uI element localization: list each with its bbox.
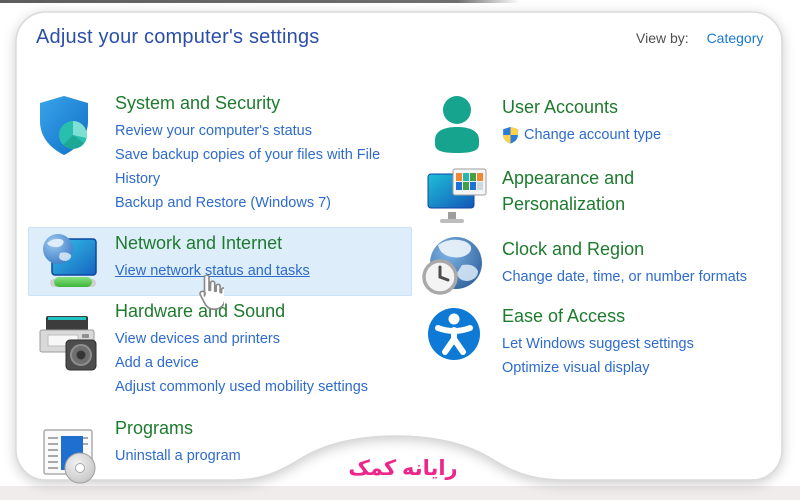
watermark-logo: رایانه کمک <box>348 457 458 480</box>
security-shield-icon[interactable] <box>36 94 94 158</box>
printer-speaker-icon[interactable] <box>32 308 98 374</box>
category-title-system-and-security[interactable]: System and Security <box>115 93 281 113</box>
section-ease-of-access: Ease of Access Let Windows suggest setti… <box>502 306 782 380</box>
category-title-appearance-and-personalization[interactable]: Appearance and Personalization <box>502 168 635 214</box>
link-change-date-time-formats[interactable]: Change date, time, or number formats <box>502 269 748 285</box>
link-change-account-type-label: Change account type <box>524 127 662 143</box>
globe-clock-icon[interactable] <box>422 235 486 299</box>
link-backup-restore[interactable]: Backup and Restore (Windows 7) <box>115 195 331 211</box>
view-by-control: View by: Category <box>636 30 763 46</box>
section-programs: Programs Uninstall a program <box>115 418 415 468</box>
window-top-edge <box>0 0 520 3</box>
category-title-network-and-internet[interactable]: Network and Internet <box>115 233 283 253</box>
section-clock-and-region: Clock and Region Change date, time, or n… <box>502 239 782 289</box>
link-review-computer-status[interactable]: Review your computer's status <box>115 123 312 139</box>
category-title-user-accounts[interactable]: User Accounts <box>502 97 619 117</box>
link-change-account-type[interactable]: Change account type <box>502 123 661 147</box>
category-title-clock-and-region[interactable]: Clock and Region <box>502 239 645 259</box>
page-background-strip <box>0 486 800 500</box>
display-palette-icon[interactable] <box>426 168 488 226</box>
network-monitor-icon[interactable] <box>40 231 98 293</box>
view-by-label: View by: <box>636 30 689 46</box>
uac-shield-icon <box>503 126 518 144</box>
section-user-accounts: User Accounts Change account type <box>502 97 732 149</box>
page-title: Adjust your computer's settings <box>36 26 320 48</box>
section-network-and-internet: Network and Internet View network status… <box>115 233 415 283</box>
user-silhouette-icon[interactable] <box>430 94 484 154</box>
link-optimize-visual-display[interactable]: Optimize visual display <box>502 360 650 376</box>
section-hardware-and-sound: Hardware and Sound View devices and prin… <box>115 301 425 399</box>
section-appearance-and-personalization: Appearance and Personalization <box>502 165 687 217</box>
link-file-history[interactable]: Save backup copies of your files with Fi… <box>115 147 381 187</box>
link-view-devices-printers[interactable]: View devices and printers <box>115 331 280 347</box>
link-view-network-status[interactable]: View network status and tasks <box>115 263 310 279</box>
link-uninstall-program[interactable]: Uninstall a program <box>115 448 241 464</box>
category-title-programs[interactable]: Programs <box>115 418 194 438</box>
accessibility-icon[interactable] <box>426 306 482 362</box>
category-title-hardware-and-sound[interactable]: Hardware and Sound <box>115 301 286 321</box>
category-title-ease-of-access[interactable]: Ease of Access <box>502 306 626 326</box>
view-by-category-dropdown[interactable]: Category <box>706 30 764 46</box>
link-add-device[interactable]: Add a device <box>115 355 199 371</box>
hand-cursor-icon <box>199 275 224 311</box>
programs-disc-icon[interactable] <box>38 426 98 484</box>
section-system-and-security: System and Security Review your computer… <box>115 93 415 215</box>
link-mobility-settings[interactable]: Adjust commonly used mobility settings <box>115 379 369 395</box>
link-windows-suggest-settings[interactable]: Let Windows suggest settings <box>502 336 694 352</box>
